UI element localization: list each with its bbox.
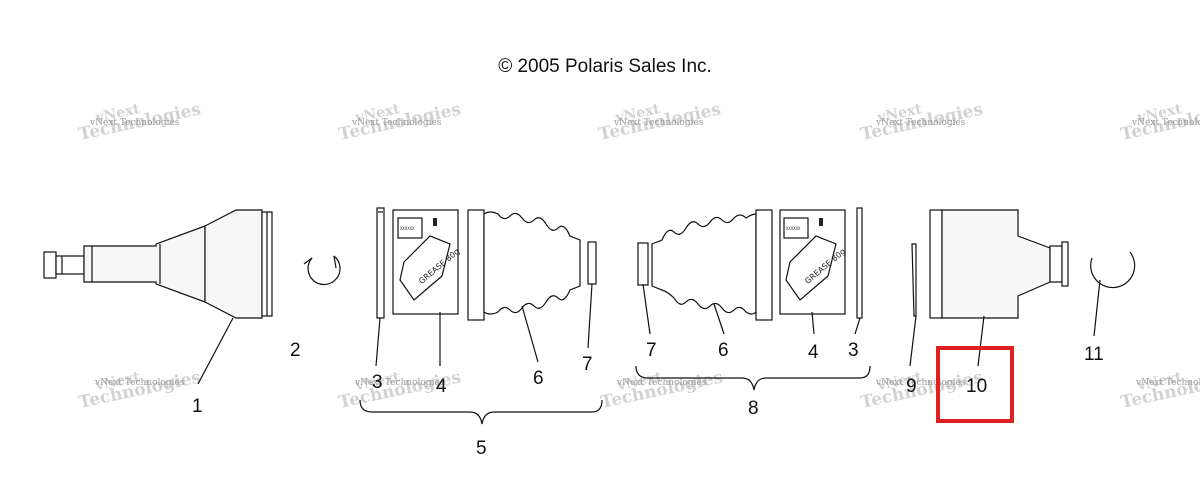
watermark-small: vNext Technologies (351, 118, 442, 128)
svg-text:XXXXXX: XXXXXX (400, 226, 415, 231)
callout-6-left[interactable]: 6 (533, 368, 544, 389)
callout-8[interactable]: 8 (748, 398, 759, 419)
callout-5[interactable]: 5 (476, 438, 487, 459)
brace-5 (359, 399, 603, 425)
callout-3-left[interactable]: 3 (372, 372, 383, 393)
watermark-small: vNext Technologies (616, 378, 707, 388)
copyright-text: © 2005 Polaris Sales Inc. (498, 56, 712, 77)
watermark-small: vNext Technologies (354, 378, 445, 388)
part-11-circlip[interactable] (1090, 251, 1136, 289)
part-7-clamp-right[interactable] (637, 242, 649, 286)
svg-text:XXXXXX: XXXXXX (786, 226, 801, 231)
part-6-boot-left[interactable] (467, 209, 597, 321)
callout-4-left[interactable]: 4 (436, 376, 447, 397)
part-1-outer-cv-joint[interactable] (43, 209, 273, 319)
callout-7-right[interactable]: 7 (646, 340, 657, 361)
watermark-small: vNext Technologies (1135, 378, 1200, 388)
highlight-box (936, 346, 1014, 423)
callouts: 1 2 3 4 5 6 7 7 6 8 4 3 9 10 11 (192, 340, 1104, 459)
watermark-small: vNext Technologies (875, 118, 966, 128)
callout-3-right[interactable]: 3 (848, 340, 859, 361)
watermark-small: vNext Technologies (94, 378, 185, 388)
callout-11[interactable]: 11 (1084, 344, 1104, 365)
part-6-boot-right[interactable] (651, 209, 773, 321)
callout-7-left[interactable]: 7 (582, 354, 593, 375)
part-3-clamp-left[interactable] (376, 207, 385, 319)
part-9-ring[interactable] (911, 243, 917, 317)
callout-10[interactable]: 10 (966, 376, 987, 397)
part-3-clamp-right[interactable] (856, 207, 863, 319)
callout-6-right[interactable]: 6 (718, 340, 729, 361)
callout-9[interactable]: 9 (906, 376, 917, 397)
watermark-small: vNext Technologies (613, 118, 704, 128)
part-4-grease-packet-right[interactable]: XXXXXX GREASE 80g (779, 209, 847, 315)
part-4-grease-packet-left[interactable]: XXXXXX GREASE 80g (392, 209, 461, 315)
callout-1[interactable]: 1 (192, 396, 203, 417)
callout-2[interactable]: 2 (290, 340, 301, 361)
part-2-clip[interactable] (307, 255, 341, 286)
watermark-small: vNext Technologies (875, 378, 966, 388)
watermark-small: vNext Technologies (89, 118, 180, 128)
callout-4-right[interactable]: 4 (808, 342, 819, 363)
part-10-inner-cv-housing[interactable] (929, 209, 1069, 319)
leader-lines (197, 279, 1101, 385)
brace-8 (635, 365, 871, 391)
watermark-small: vNext Technologies (1131, 118, 1200, 128)
